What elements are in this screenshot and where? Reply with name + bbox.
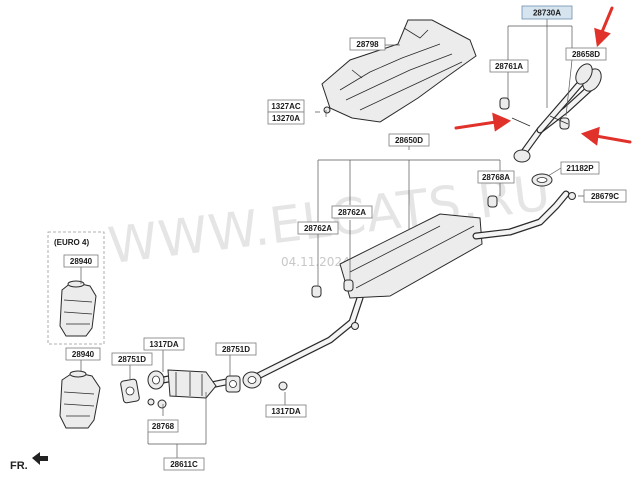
svg-text:28679C: 28679C (591, 192, 619, 201)
svg-text:28940: 28940 (72, 350, 95, 359)
hanger-rubber-28768a (487, 195, 498, 208)
svg-text:28768A: 28768A (482, 173, 510, 182)
svg-text:1317DA: 1317DA (149, 340, 179, 349)
hanger-rubber-28761a (499, 97, 510, 110)
label-28768a[interactable]: 28768A (477, 170, 515, 184)
label-28940[interactable]: 28940 (65, 347, 101, 361)
svg-text:1317DA: 1317DA (271, 407, 301, 416)
gasket-21182p (531, 173, 553, 187)
center-pipe-and-muffler-28650d (242, 190, 570, 389)
rear-gasket-28751d (225, 375, 241, 393)
label-28751d-front[interactable]: 28751D (111, 352, 153, 366)
label-28762a-lower[interactable]: 28762A (297, 221, 339, 235)
label-28658d[interactable]: 28658D (565, 47, 607, 61)
nut-1317da-rear (278, 381, 288, 391)
svg-text:13270A: 13270A (272, 114, 300, 123)
svg-text:28798: 28798 (356, 40, 379, 49)
annotation-arrow-left (454, 112, 512, 132)
label-28798[interactable]: 28798 (349, 37, 386, 51)
front-direction-arrow-icon (32, 452, 48, 465)
label-1327ac[interactable]: 1327AC (267, 99, 305, 113)
label-28761a[interactable]: 28761A (489, 59, 529, 73)
front-gasket-28751d (120, 378, 140, 404)
oxygen-sensor-boss-28768 (157, 399, 167, 409)
hanger-rubber-28762a-lower (311, 285, 322, 298)
watermark-date: 04.11.2024 (281, 255, 350, 269)
svg-text:28658D: 28658D (572, 50, 600, 59)
svg-text:28650D: 28650D (395, 136, 423, 145)
svg-text:28762A: 28762A (338, 208, 366, 217)
euro4-label: (EURO 4) (54, 238, 89, 247)
catalytic-converter (59, 370, 101, 429)
svg-text:28751D: 28751D (118, 355, 146, 364)
svg-text:28751D: 28751D (222, 345, 250, 354)
label-28751d-rear[interactable]: 28751D (215, 342, 257, 356)
svg-text:28611C: 28611C (170, 460, 198, 469)
heat-shield (321, 19, 477, 123)
label-28762a-upper[interactable]: 28762A (331, 205, 373, 219)
leader-lines (80, 18, 584, 458)
hanger-rubber-28762a-upper (343, 279, 354, 292)
label-28611c[interactable]: 28611C (163, 457, 205, 471)
tail-pipe-28730a (511, 63, 602, 163)
label-1317da-rear[interactable]: 1317DA (265, 404, 307, 418)
nut-1317da-front (147, 398, 155, 406)
annotation-arrow-top-right (594, 6, 614, 48)
catalytic-converter-euro4 (59, 280, 97, 337)
label-21182p[interactable]: 21182P (560, 161, 600, 175)
bracket-bolt (351, 322, 359, 330)
label-1317da-front[interactable]: 1317DA (143, 337, 185, 351)
front-pipe-28611c (147, 369, 230, 409)
svg-text:1327AC: 1327AC (271, 102, 301, 111)
svg-text:28940: 28940 (70, 257, 93, 266)
svg-text:21182P: 21182P (566, 164, 594, 173)
label-28768[interactable]: 28768 (147, 419, 179, 433)
svg-text:28762A: 28762A (304, 224, 332, 233)
hanger-rubber-28658d (559, 117, 570, 130)
annotation-arrow-bottom-right (580, 126, 632, 146)
label-28679c[interactable]: 28679C (583, 189, 627, 203)
svg-text:28761A: 28761A (495, 62, 523, 71)
label-28730a[interactable]: 28730A (521, 5, 573, 20)
bolt-28679c (568, 192, 576, 200)
label-28650d[interactable]: 28650D (388, 133, 430, 147)
svg-text:28730A: 28730A (533, 9, 561, 18)
euro4-group-frame (47, 231, 105, 345)
front-direction-label: FR. (10, 460, 28, 472)
label-28940-euro4[interactable]: 28940 (63, 254, 99, 268)
heat-shield-bolt (323, 106, 331, 114)
label-13270a[interactable]: 13270A (267, 111, 305, 125)
svg-text:28768: 28768 (152, 422, 175, 431)
